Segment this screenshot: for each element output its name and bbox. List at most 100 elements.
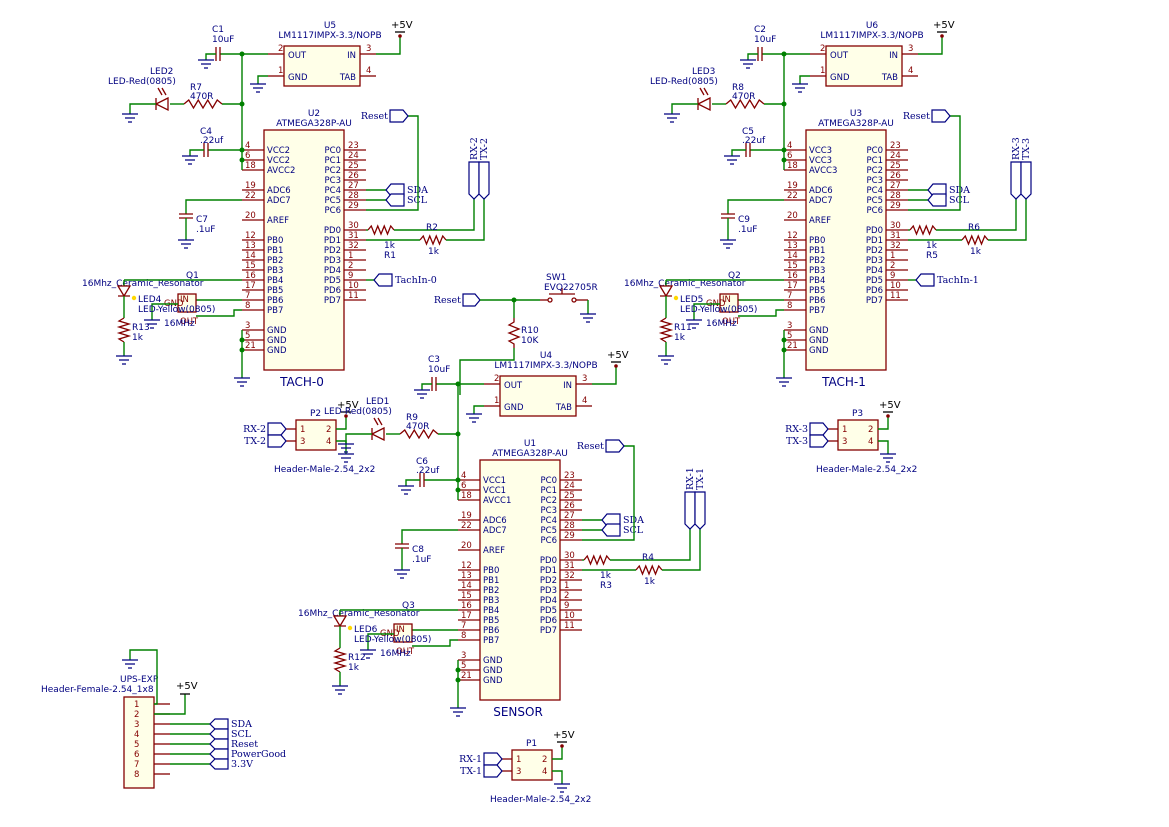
mcu-pin-num: 8 bbox=[461, 631, 466, 641]
reg-gnd-wire bbox=[473, 405, 484, 414]
power-led-resistor bbox=[183, 98, 223, 110]
mcu-pin-num: 31 bbox=[564, 561, 575, 571]
status-r-ref: R13 bbox=[132, 323, 150, 333]
power-node bbox=[398, 34, 402, 38]
mcu-pin-num: 26 bbox=[890, 171, 901, 181]
mcu-body bbox=[263, 129, 345, 371]
tx-resistor bbox=[961, 234, 989, 246]
reg-pin-name: IN bbox=[347, 51, 356, 61]
ground-symbol bbox=[182, 155, 198, 165]
uart-header-pin: 2 bbox=[868, 425, 873, 435]
mcu-pin-name: AREF bbox=[483, 546, 505, 556]
wire-junction bbox=[781, 337, 787, 343]
uart-header-pin: 2 bbox=[542, 755, 547, 765]
resonator-value: 16Mhz_Ceramic_Resonator bbox=[624, 279, 746, 289]
mcu-pin-name: PB7 bbox=[483, 636, 499, 646]
mcu-pin-name: GND bbox=[483, 656, 503, 666]
mcu-pin-num: 23 bbox=[564, 471, 575, 481]
switch-sw1[interactable] bbox=[540, 288, 596, 323]
power-led-r-value: 470R bbox=[406, 422, 429, 432]
power-led bbox=[696, 96, 711, 112]
mcu-pin-num: 1 bbox=[564, 581, 569, 591]
mcu-pin-num: 19 bbox=[461, 511, 472, 521]
mcu-pin-name: PD7 bbox=[324, 296, 341, 306]
resistor-r10 bbox=[507, 318, 521, 348]
uart-label-text: RX-2 bbox=[469, 137, 480, 160]
mcu-pin-num: 20 bbox=[787, 211, 798, 221]
mcu-pin-num: 32 bbox=[348, 241, 359, 251]
led-rays bbox=[699, 87, 709, 96]
ground-symbol bbox=[250, 83, 266, 93]
mcu-pin-name: PB4 bbox=[483, 606, 499, 616]
mcu-pin-name: PD7 bbox=[866, 296, 883, 306]
mcu-value: ATMEGA328P-AU bbox=[492, 449, 568, 459]
mcu-pin-name: PD0 bbox=[866, 226, 883, 236]
aref-cap bbox=[721, 213, 735, 219]
status-led-ref: LED6 bbox=[354, 625, 378, 635]
power-led-r-ref: R9 bbox=[406, 413, 418, 423]
mcu-pin-name: GND bbox=[267, 336, 287, 346]
resonator-pin: IN bbox=[180, 295, 189, 305]
mcu-pin-name: PB0 bbox=[483, 566, 499, 576]
uart-header-pin: 4 bbox=[542, 767, 547, 777]
tx-resistor bbox=[635, 564, 663, 576]
mcu-pin-name: ADC6 bbox=[483, 516, 507, 526]
mcu-value: ATMEGA328P-AU bbox=[818, 119, 894, 129]
ground-symbol bbox=[720, 239, 736, 249]
mcu-pin-num: 6 bbox=[787, 151, 792, 161]
mcu-pin-name: PD4 bbox=[540, 596, 557, 606]
wire-junction bbox=[239, 337, 245, 343]
wire-junction bbox=[781, 347, 787, 353]
mcu-pin-name: PC3 bbox=[325, 176, 341, 186]
mcu-pin-num: 1 bbox=[890, 251, 895, 261]
power-led bbox=[370, 426, 385, 442]
mcu-pin-name: PB5 bbox=[809, 286, 825, 296]
wire-junction bbox=[455, 677, 461, 683]
aref-cap bbox=[395, 543, 409, 549]
uart-label-shape bbox=[478, 161, 490, 200]
ups-net-shape bbox=[209, 758, 229, 770]
reset-net-label: Reset bbox=[434, 293, 481, 307]
power-led bbox=[154, 96, 169, 112]
power-led-r-value: 470R bbox=[190, 92, 213, 102]
mcu-pin-name: PC1 bbox=[325, 156, 341, 166]
mcu-pin-name: PD0 bbox=[540, 556, 557, 566]
mcu-pin-name: PB1 bbox=[809, 246, 825, 256]
scl-label-shape bbox=[927, 193, 947, 207]
uart-header-body bbox=[511, 749, 553, 781]
mcu-pin-name: AVCC3 bbox=[809, 166, 837, 176]
resonator-freq: 16MHz bbox=[164, 319, 195, 329]
regulator-ref: U4 bbox=[540, 351, 553, 361]
mcu-pin-num: 21 bbox=[461, 671, 472, 681]
uart-label-text: RX-1 bbox=[685, 467, 696, 490]
reg-pin-num: 3 bbox=[582, 374, 587, 384]
tx-r-value: 1k bbox=[644, 577, 656, 587]
mcu-pin-num: 10 bbox=[564, 611, 575, 621]
power-led-r-ref: R8 bbox=[732, 83, 744, 93]
switch-value: EVQ22705R bbox=[544, 283, 598, 293]
mcu-pin-name: GND bbox=[483, 666, 503, 676]
mcu-pin-num: 31 bbox=[890, 231, 901, 241]
ground-symbol bbox=[664, 113, 680, 123]
vin-wire bbox=[376, 36, 401, 55]
ground-symbol bbox=[686, 319, 702, 329]
mcu-pin-name: PB1 bbox=[267, 246, 283, 256]
power-5v-label: +5V bbox=[553, 730, 575, 741]
mcu-pin-num: 10 bbox=[890, 281, 901, 291]
power-node bbox=[886, 414, 890, 418]
reset-label-text: Reset bbox=[577, 441, 604, 452]
mcu-pin-num: 17 bbox=[245, 281, 256, 291]
mcu-pin-name: PB6 bbox=[267, 296, 283, 306]
power-5v-label: +5V bbox=[391, 20, 413, 31]
mcu-pin-name: PD3 bbox=[540, 586, 557, 596]
ground-symbol bbox=[116, 355, 132, 365]
mcu-pin-name: PD0 bbox=[324, 226, 341, 236]
cin-gnd-wire bbox=[747, 53, 758, 60]
mcu-pin-name: PB3 bbox=[483, 596, 499, 606]
reg-pin-name: IN bbox=[889, 51, 898, 61]
ups-net-text: SDA bbox=[231, 719, 252, 730]
cin-gnd-wire bbox=[421, 383, 432, 390]
mcu-pin-name: PB0 bbox=[267, 236, 283, 246]
led-rays bbox=[157, 87, 167, 96]
uart-label-shape bbox=[694, 491, 706, 530]
